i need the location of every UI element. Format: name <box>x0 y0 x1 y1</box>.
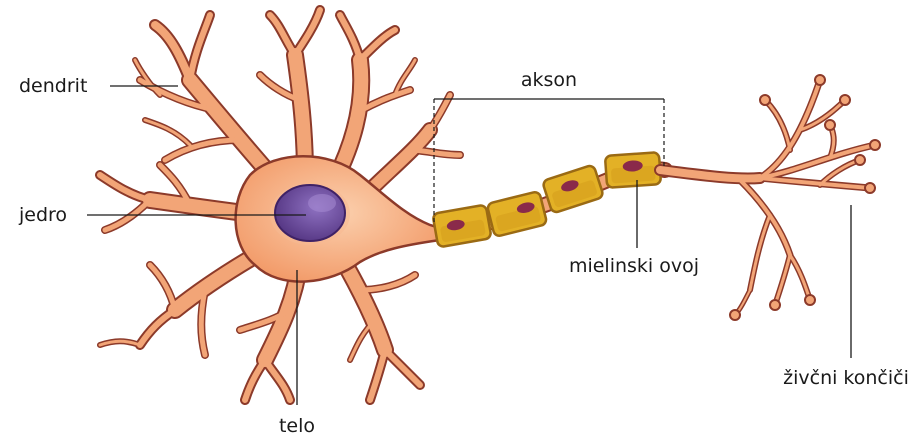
axon-terminals <box>660 75 880 320</box>
label-nucleus: jedro <box>18 204 67 226</box>
label-axon: akson <box>521 69 577 91</box>
nucleus <box>270 183 350 245</box>
label-cell-body: telo <box>279 415 315 437</box>
label-dendrite: dendrit <box>19 75 87 97</box>
label-myelin-sheath: mielinski ovoj <box>569 255 699 277</box>
label-nerve-endings: živčni končiči <box>783 367 909 389</box>
